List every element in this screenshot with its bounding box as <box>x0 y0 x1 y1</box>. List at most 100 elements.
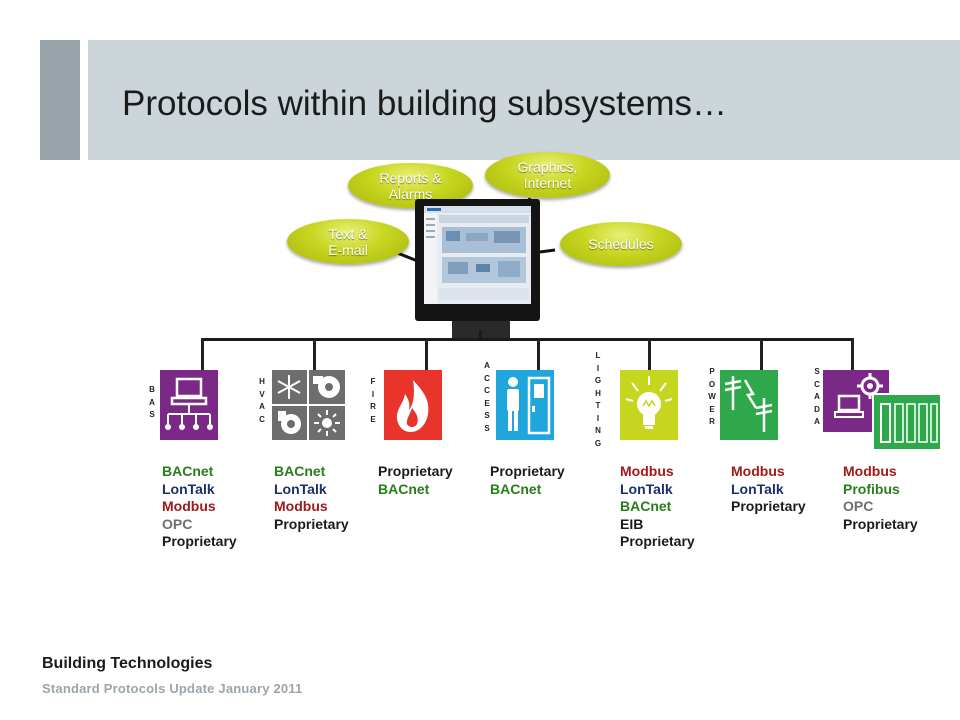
label-letter: G <box>592 438 604 451</box>
protocol-item: LonTalk <box>274 481 349 499</box>
protocols-scada: ModbusProfibusOPCProprietary <box>843 463 918 533</box>
label-letter: S <box>146 409 158 422</box>
protocol-item: LonTalk <box>162 481 237 499</box>
label-letter: C <box>811 379 823 392</box>
label-letter: R <box>367 401 379 414</box>
bus-horizontal <box>201 338 854 341</box>
drop-fire <box>425 338 428 370</box>
bubble-schedules: Schedules <box>560 222 682 266</box>
bus-from-monitor <box>479 330 482 340</box>
bubble-text-email-label: Text & E-mail <box>328 226 368 258</box>
drop-power <box>760 338 763 370</box>
person-door-icon <box>496 370 554 440</box>
label-letter: T <box>592 400 604 413</box>
light-bulb-icon <box>620 370 678 440</box>
label-letter: S <box>481 410 493 423</box>
label-letter: N <box>592 425 604 438</box>
label-letter: E <box>706 404 718 417</box>
protocol-item: Modbus <box>274 498 349 516</box>
power-lines-icon <box>720 370 778 440</box>
label-letter: C <box>481 385 493 398</box>
scada-icon <box>823 370 941 452</box>
label-letter: A <box>481 360 493 373</box>
bubble-text-email: Text & E-mail <box>287 219 409 264</box>
protocol-item: BACnet <box>378 481 453 499</box>
drop-bas <box>201 338 204 370</box>
protocol-item: Modbus <box>620 463 695 481</box>
protocol-item: BACnet <box>620 498 695 516</box>
label-letter: O <box>706 379 718 392</box>
footer-company: Building Technologies <box>42 655 212 673</box>
protocol-item: Proprietary <box>162 533 237 551</box>
protocol-item: OPC <box>162 516 237 534</box>
label-letter: B <box>146 384 158 397</box>
label-letter: C <box>481 373 493 386</box>
footer-subtitle: Standard Protocols Update January 2011 <box>42 681 302 696</box>
bubble-reports-alarms-label: Reports & Alarms <box>379 170 441 202</box>
protocol-item: LonTalk <box>620 481 695 499</box>
label-letter: I <box>367 389 379 402</box>
label-letter: R <box>706 416 718 429</box>
hvac-icon <box>272 370 345 440</box>
screen-content <box>424 206 531 304</box>
drop-hvac <box>313 338 316 370</box>
monitor-screen <box>424 206 531 304</box>
protocol-item: Modbus <box>162 498 237 516</box>
label-letter: H <box>592 388 604 401</box>
label-letter: W <box>706 391 718 404</box>
protocol-item: LonTalk <box>731 481 806 499</box>
label-letter: I <box>592 413 604 426</box>
monitor <box>415 199 540 321</box>
label-letter: A <box>811 416 823 429</box>
protocol-item: Modbus <box>731 463 806 481</box>
flame-icon <box>384 370 442 440</box>
protocol-item: BACnet <box>490 481 565 499</box>
protocol-item: Proprietary <box>274 516 349 534</box>
label-letter: I <box>592 363 604 376</box>
label-letter: F <box>367 376 379 389</box>
protocol-item: Proprietary <box>620 533 695 551</box>
protocol-item: Proprietary <box>378 463 453 481</box>
label-letter: C <box>256 414 268 427</box>
protocol-item: Proprietary <box>731 498 806 516</box>
label-letter: S <box>481 423 493 436</box>
label-letter: G <box>592 375 604 388</box>
bubble-graphics-internet: Graphics, Internet <box>485 152 610 198</box>
label-letter: D <box>811 404 823 417</box>
protocol-item: BACnet <box>274 463 349 481</box>
protocol-item: Proprietary <box>490 463 565 481</box>
label-letter: E <box>481 398 493 411</box>
label-letter: A <box>811 391 823 404</box>
protocol-item: BACnet <box>162 463 237 481</box>
label-letter: A <box>256 401 268 414</box>
protocol-item: Profibus <box>843 481 918 499</box>
drop-scada <box>851 338 854 370</box>
bubble-schedules-label: Schedules <box>588 236 653 252</box>
drop-lighting <box>648 338 651 370</box>
bubble-graphics-internet-label: Graphics, Internet <box>518 159 578 191</box>
label-letter: A <box>146 397 158 410</box>
label-letter: L <box>592 350 604 363</box>
label-letter: S <box>811 366 823 379</box>
label-letter: P <box>706 366 718 379</box>
protocol-item: Modbus <box>843 463 918 481</box>
drop-access <box>537 338 540 370</box>
protocol-item: EIB <box>620 516 695 534</box>
label-letter: H <box>256 376 268 389</box>
label-letter: V <box>256 389 268 402</box>
protocol-item: Proprietary <box>843 516 918 534</box>
